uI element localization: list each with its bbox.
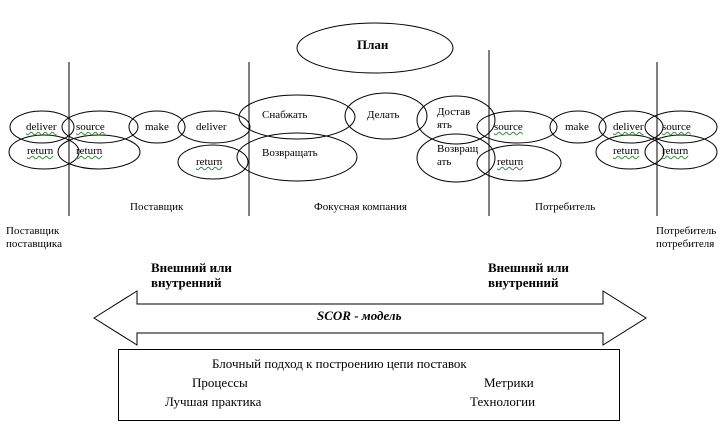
party-supplier: Поставщик: [130, 201, 184, 213]
node-make-2: make: [565, 121, 589, 133]
node-return-3: return: [196, 156, 223, 168]
source-ellipse-2: [476, 110, 558, 144]
return-ellipse-2: [57, 134, 141, 170]
plan-label: План: [357, 37, 389, 52]
external-internal-right: Внешний или внутренний: [488, 260, 569, 290]
node-deliver-3: deliver: [613, 121, 644, 133]
return-ellipse-6: [644, 134, 718, 170]
return-ellipse-5: [595, 134, 665, 170]
scor-double-arrow: [93, 290, 647, 346]
supply-ellipse: [238, 94, 356, 140]
box-processes: Процессы: [192, 375, 248, 390]
node-make-1: make: [145, 121, 169, 133]
node-return-6: return: [662, 145, 689, 157]
node-source-3: source: [662, 121, 691, 133]
make-focal-ellipse: [344, 92, 428, 140]
deliver-ellipse-1: [9, 110, 75, 144]
node-source-2: source: [494, 121, 523, 133]
return-ellipse-4: [476, 144, 562, 182]
deliver-focal-ellipse: [416, 95, 496, 145]
node-make-focal: Делать: [367, 109, 400, 121]
node-return-2: return: [76, 145, 103, 157]
source-ellipse-3: [644, 110, 718, 144]
node-supply: Снабжать: [262, 109, 308, 121]
box-best-practice: Лучшая практика: [165, 394, 262, 409]
return-focal-ellipse-2: [416, 133, 496, 183]
party-supplier-of-supplier: Поставщик поставщика: [6, 225, 62, 250]
node-deliver-1: deliver: [26, 121, 57, 133]
return-ellipse-1: [8, 134, 80, 170]
return-ellipse-3: [177, 144, 249, 180]
node-source-1: source: [76, 121, 105, 133]
approach-box: [118, 349, 620, 421]
node-return-5: return: [613, 145, 640, 157]
box-metrics: Метрики: [484, 375, 534, 390]
party-consumer-of-consumer: Потребитель потребителя: [656, 225, 717, 250]
party-focal-company: Фокусная компания: [314, 201, 407, 213]
deliver-ellipse-3: [598, 110, 664, 144]
node-return-4: return: [497, 156, 524, 168]
node-return-1: return: [27, 145, 54, 157]
node-deliver-focal: Достав ять: [437, 106, 471, 131]
node-return-focal-2: Возвращ ать: [437, 143, 479, 168]
source-ellipse-1: [61, 110, 139, 144]
make-ellipse-1: [128, 110, 186, 144]
box-title: Блочный подход к построению цепи поставо…: [212, 356, 467, 371]
node-return-focal: Возвращать: [262, 147, 318, 159]
scor-model-label: SCOR - модель: [317, 308, 402, 323]
deliver-ellipse-2: [177, 110, 251, 144]
return-focal-ellipse: [236, 132, 358, 182]
box-technologies: Технологии: [470, 394, 536, 409]
make-ellipse-2: [549, 110, 607, 144]
external-internal-left: Внешний или внутренний: [151, 260, 232, 290]
plan-ellipse: [296, 22, 454, 74]
party-consumer: Потребитель: [535, 201, 596, 213]
node-deliver-2: deliver: [196, 121, 227, 133]
